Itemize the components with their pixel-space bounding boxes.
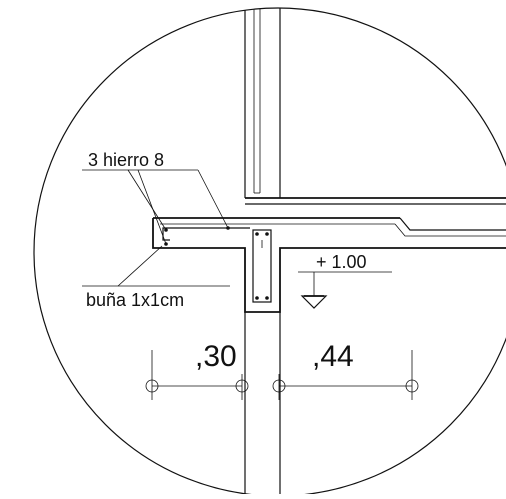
rebar-label: 3 hierro 8 (88, 150, 164, 170)
dim-left-label: ,30 (195, 340, 237, 373)
beam-rebar-3 (255, 296, 259, 300)
eave-rebar (162, 227, 250, 241)
beam-stirrup (252, 229, 272, 303)
slab-step-inner (394, 223, 506, 237)
dim-right-label: ,44 (312, 340, 354, 373)
level-triangle (300, 295, 328, 309)
beam-rebar-1 (255, 232, 259, 236)
rebar-leader-3 (197, 169, 229, 229)
beam-rebar-2 (265, 232, 269, 236)
rebar-leader-1 (127, 169, 167, 231)
dim-left-node-1 (145, 379, 159, 393)
beam-rebar-4 (265, 296, 269, 300)
slab-step (399, 217, 506, 231)
groove-label: buña 1x1cm (86, 290, 184, 310)
rebar-leader-2 (137, 169, 167, 245)
level-label: + 1.00 (316, 252, 367, 272)
groove-leader (117, 245, 163, 287)
detail-circle (33, 7, 506, 497)
